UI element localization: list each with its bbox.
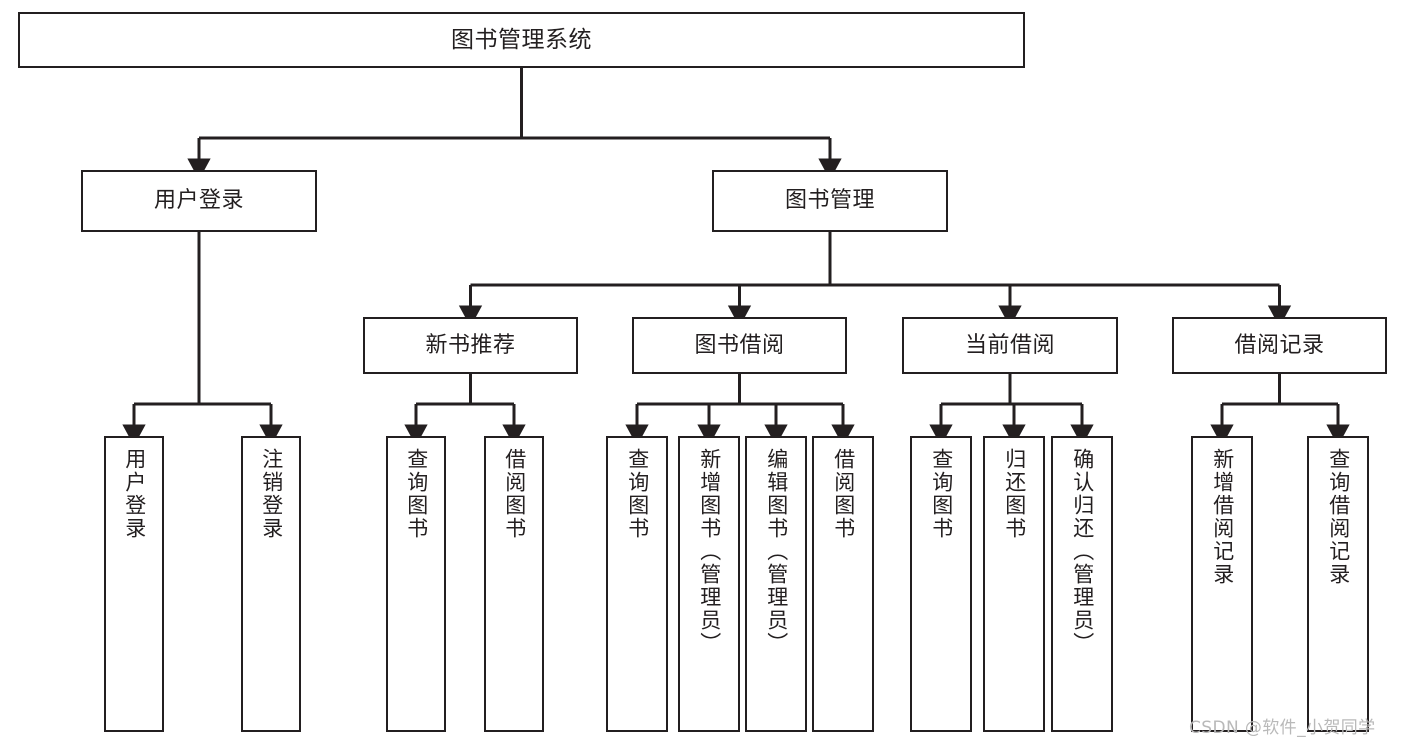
node-label: 借阅记录 <box>1234 332 1325 358</box>
node-leaf-user-logout[interactable]: 注销登录 <box>241 436 301 732</box>
node-label: 新增图书（管理员） <box>697 448 722 655</box>
node-label: 新书推荐 <box>425 332 516 358</box>
node-user-login[interactable]: 用户登录 <box>81 170 317 232</box>
node-label: 当前借阅 <box>964 332 1055 358</box>
node-root[interactable]: 图书管理系统 <box>18 12 1025 68</box>
node-leaf-confirm-return[interactable]: 确认归还（管理员） <box>1051 436 1113 732</box>
node-current-borrow[interactable]: 当前借阅 <box>902 317 1118 374</box>
node-leaf-add-book[interactable]: 新增图书（管理员） <box>678 436 740 732</box>
watermark-text: CSDN @软件_小贺同学 <box>1189 718 1376 738</box>
node-label: 查询借阅记录 <box>1326 448 1351 586</box>
node-leaf-query-record[interactable]: 查询借阅记录 <box>1307 436 1369 732</box>
node-label: 归还图书 <box>1002 448 1027 540</box>
node-borrow-record[interactable]: 借阅记录 <box>1172 317 1387 374</box>
node-leaf-query-book-2[interactable]: 查询图书 <box>606 436 668 732</box>
node-leaf-return-book[interactable]: 归还图书 <box>983 436 1045 732</box>
node-label: 确认归还（管理员） <box>1070 448 1095 655</box>
node-leaf-query-book-1[interactable]: 查询图书 <box>386 436 446 732</box>
node-label: 查询图书 <box>404 448 429 540</box>
node-label: 用户登录 <box>122 448 147 540</box>
node-label: 借阅图书 <box>831 448 856 540</box>
node-leaf-add-record[interactable]: 新增借阅记录 <box>1191 436 1253 732</box>
node-new-book-rec[interactable]: 新书推荐 <box>363 317 578 374</box>
node-book-manage[interactable]: 图书管理 <box>712 170 948 232</box>
node-label: 图书管理系统 <box>451 26 592 53</box>
node-label: 用户登录 <box>153 188 244 214</box>
node-leaf-query-book-3[interactable]: 查询图书 <box>910 436 972 732</box>
node-leaf-edit-book[interactable]: 编辑图书（管理员） <box>745 436 807 732</box>
node-label: 图书借阅 <box>694 332 785 358</box>
node-leaf-borrow-book-1[interactable]: 借阅图书 <box>484 436 544 732</box>
node-label: 图书管理 <box>784 188 875 214</box>
node-label: 查询图书 <box>625 448 650 540</box>
node-label: 借阅图书 <box>502 448 527 540</box>
node-label: 编辑图书（管理员） <box>764 448 789 655</box>
node-label: 新增借阅记录 <box>1210 448 1235 586</box>
node-leaf-borrow-book-2[interactable]: 借阅图书 <box>812 436 874 732</box>
node-label: 注销登录 <box>259 448 284 540</box>
node-leaf-user-login[interactable]: 用户登录 <box>104 436 164 732</box>
node-book-borrow[interactable]: 图书借阅 <box>632 317 847 374</box>
node-label: 查询图书 <box>929 448 954 540</box>
